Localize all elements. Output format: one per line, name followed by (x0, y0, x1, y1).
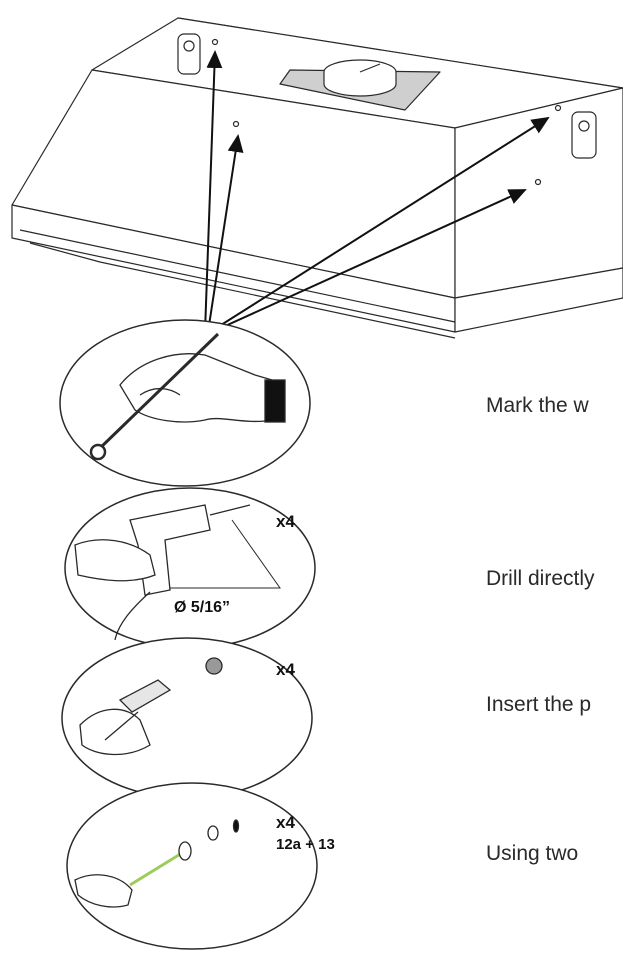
duct-collar (279, 59, 441, 111)
mount-bracket-right (571, 111, 597, 159)
step-1-instruction: Mark the w (486, 394, 589, 417)
hole-marker (534, 178, 542, 186)
step-2-instruction: Drill directly (486, 567, 595, 590)
step-4-qty: x4 (276, 813, 295, 832)
step-3-qty: x4 (276, 660, 295, 679)
hole-marker (554, 104, 562, 112)
drill-diameter-label: Ø 5/16” (174, 599, 230, 616)
wall-plug-icon (79, 657, 223, 756)
hole-marker (211, 38, 219, 46)
range-hood (11, 17, 623, 339)
step-4-circle (66, 782, 318, 950)
hole-marker (232, 120, 240, 128)
step-4-instruction: Using two (486, 842, 579, 865)
step-2-qty: x4 (276, 512, 295, 531)
step-4-parts: 12a + 13 (276, 836, 335, 853)
hand-pencil-icon (89, 332, 286, 461)
step-3-instruction: Insert the p (486, 693, 592, 716)
marking-arrows (204, 50, 550, 333)
mount-bracket-left (177, 33, 201, 75)
drill-icon (74, 504, 281, 641)
screw-washer-icon (74, 819, 240, 908)
